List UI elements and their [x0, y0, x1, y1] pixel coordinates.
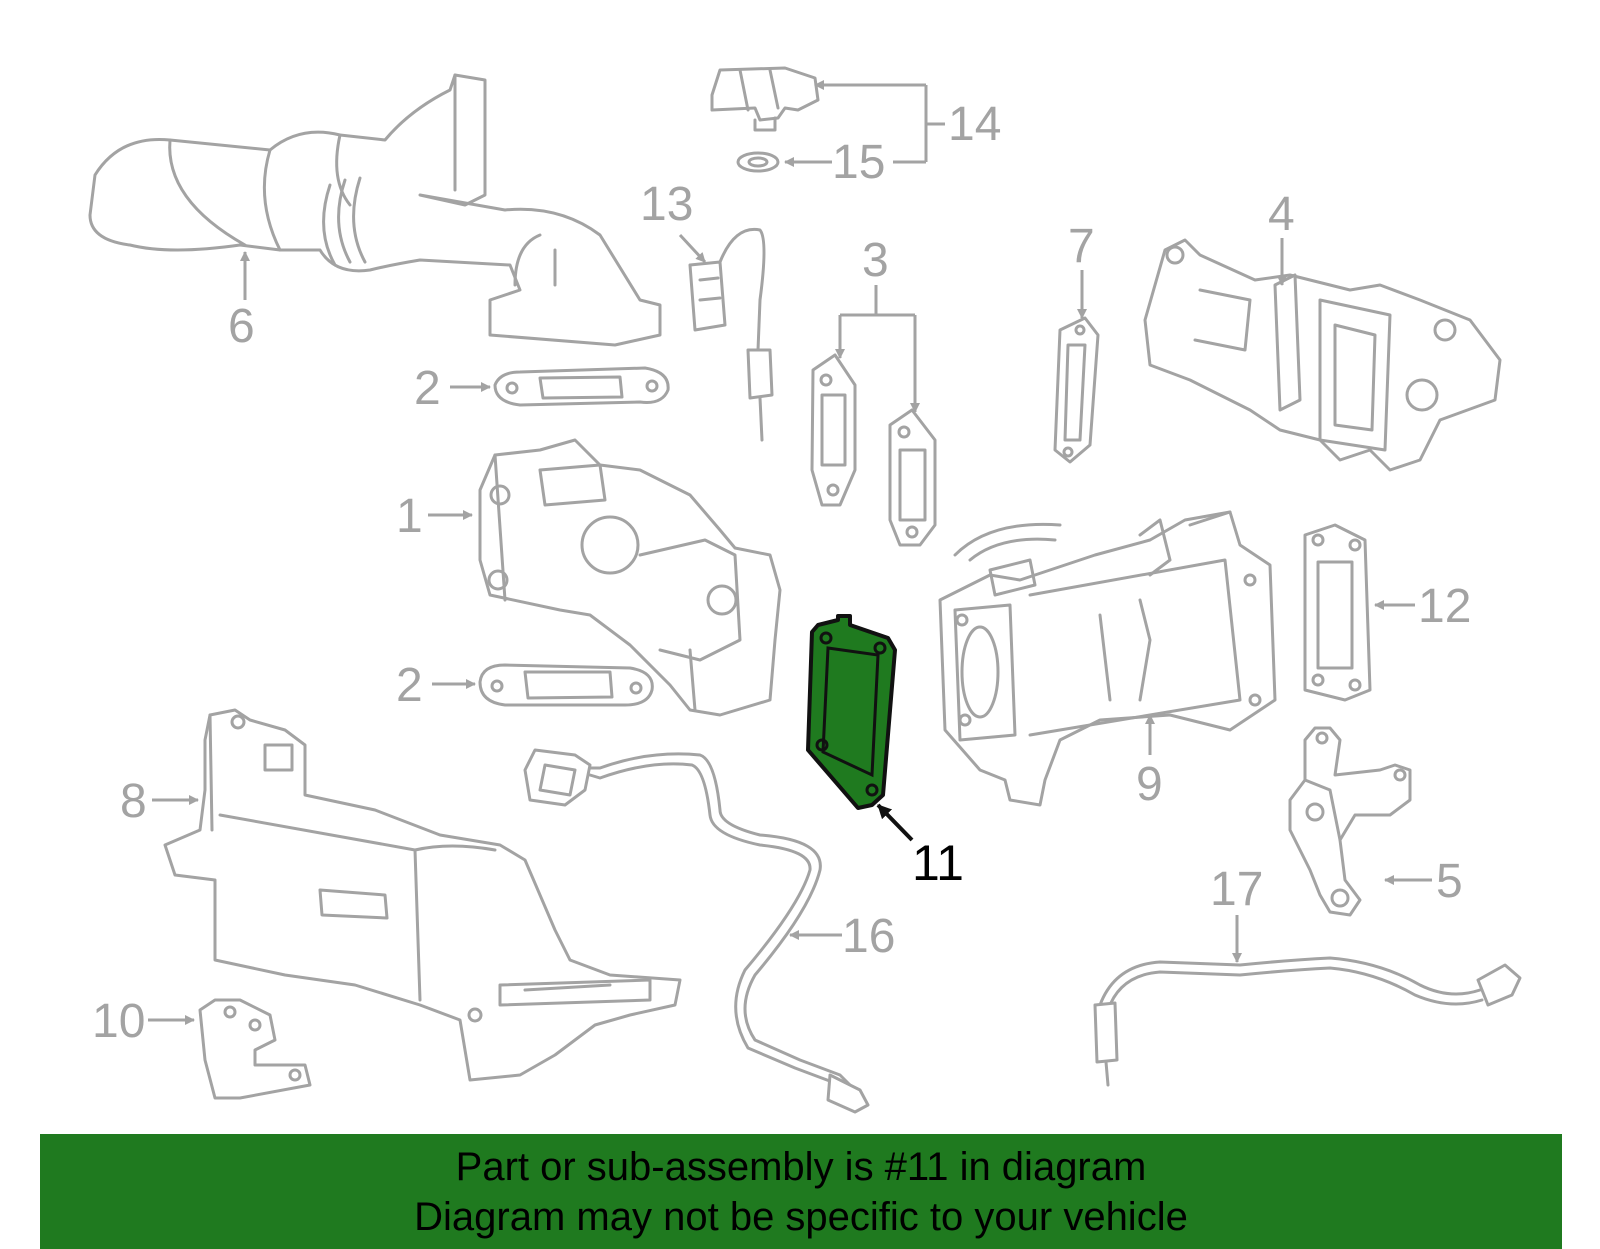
banner-line-2: Diagram may not be specific to your vehi…: [414, 1195, 1188, 1239]
info-banner: Part or sub-assembly is #11 in diagram D…: [40, 1134, 1562, 1249]
svg-text:10: 10: [92, 995, 145, 1048]
svg-text:17: 17: [1210, 863, 1263, 916]
callout-2-upper: 2: [414, 362, 491, 415]
svg-text:9: 9: [1136, 758, 1163, 811]
svg-text:14: 14: [948, 98, 1001, 151]
callout-2-lower: 2: [396, 659, 476, 712]
part-8-cooler-housing: [163, 708, 682, 1082]
part-4-egr-valve: [1143, 238, 1502, 472]
svg-text:15: 15: [832, 136, 885, 189]
part-9-egr-cooler: [938, 510, 1277, 807]
part-12-gasket: [1303, 523, 1372, 702]
svg-text:2: 2: [414, 362, 441, 415]
part-13-temperature-sensor: [688, 227, 774, 442]
svg-text:13: 13: [640, 178, 693, 231]
banner-line-1: Part or sub-assembly is #11 in diagram: [455, 1145, 1147, 1189]
callout-17: 17: [1210, 863, 1263, 963]
callout-3: 3: [835, 234, 920, 413]
callout-10: 10: [92, 995, 195, 1048]
callout-5: 5: [1384, 855, 1463, 908]
part-15-o-ring: [736, 151, 780, 173]
svg-text:6: 6: [228, 300, 255, 353]
svg-text:12: 12: [1418, 580, 1471, 633]
part-16-pressure-sensor-tube: [523, 748, 870, 1114]
callout-13: 13: [640, 178, 707, 264]
svg-text:2: 2: [396, 659, 423, 712]
part-10-small-bracket: [198, 998, 312, 1100]
callout-1: 1: [396, 490, 473, 543]
callout-8: 8: [120, 775, 199, 828]
callout-12: 12: [1374, 580, 1471, 633]
svg-text:4: 4: [1268, 188, 1295, 241]
part-11-highlighted-gasket: [806, 614, 897, 810]
callout-16: 16: [789, 910, 895, 963]
callout-4: 4: [1268, 188, 1295, 286]
part-5-bracket: [1288, 726, 1412, 917]
svg-text:8: 8: [120, 775, 147, 828]
part-6-intake-pipe: [88, 73, 662, 347]
callout-11[interactable]: 11: [876, 803, 964, 891]
callout-9: 9: [1136, 714, 1163, 811]
part-17-sensor-cable: [1093, 956, 1522, 1087]
part-7-gasket: [1053, 316, 1100, 464]
svg-text:5: 5: [1436, 855, 1463, 908]
part-2-upper-gasket: [493, 366, 670, 407]
part-3-gaskets: [810, 353, 937, 547]
svg-text:1: 1: [396, 490, 423, 543]
svg-text:16: 16: [842, 910, 895, 963]
callout-7: 7: [1068, 220, 1095, 319]
svg-text:7: 7: [1068, 220, 1095, 273]
callout-6: 6: [228, 251, 255, 353]
callout-14-15: 14 15: [784, 80, 1001, 189]
part-1-egr-body: [478, 438, 782, 717]
part-14-pressure-sensor: [710, 66, 820, 132]
svg-text:3: 3: [862, 234, 889, 287]
part-2-lower-gasket: [478, 663, 654, 707]
svg-text:11: 11: [912, 835, 964, 891]
